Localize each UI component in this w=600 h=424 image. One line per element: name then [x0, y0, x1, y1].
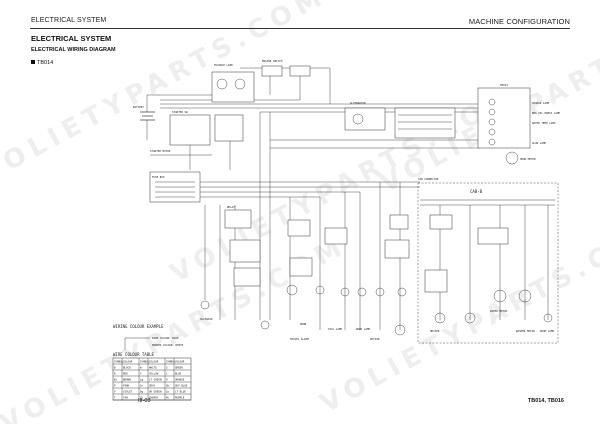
legend-cell: LT GREEN [149, 377, 162, 381]
legend-cell: LT BLUE [175, 389, 186, 393]
oil-press-lamp-label: ENG OIL PRESS LAMP [532, 111, 561, 115]
legend-cell: SKY BLUE [175, 383, 188, 387]
glow-lamp-label: GLOW LAMP [532, 141, 546, 145]
relay-label: RELAY [227, 205, 235, 209]
horn-label: HORN [300, 322, 307, 326]
power-bus [147, 67, 480, 113]
legend-cell: R [114, 371, 116, 375]
battery-symbol: BATTERY [133, 95, 155, 140]
legend-cell: CHERRY [149, 395, 159, 399]
legend-cell: Br [114, 377, 118, 381]
legend-header-cell: SYMBOL [140, 359, 150, 363]
travel-alarm-label: TRAVEL ALARM [290, 337, 309, 341]
header-chapter-name: MACHINE CONFIGURATION [468, 17, 570, 26]
legend-header-cell: COLOUR [123, 359, 133, 363]
legend-cell: PINK [123, 383, 130, 387]
legend-cell: RED [123, 371, 128, 375]
wire-colour-legend: WIRING COLOUR EXAMPLE WIRE COLOUR: BLUE … [112, 324, 192, 401]
left-components: RELAY HORN TAIL LAMP WORK LAMP TRAVEL AL… [200, 205, 410, 341]
washer-motor-label: WASHER MOTOR [516, 329, 535, 333]
legend-cell: GRAY [149, 383, 156, 387]
legend-cell: Lg [140, 377, 144, 381]
cab-enclosure: CAB-B CAB CONNECTOR HEATER WIPER MOTOR W… [417, 177, 559, 344]
footer-page-number: III-03 [138, 398, 151, 404]
instrument-panel: TB014 CHARGE LAMP ENG OIL PRESS LAMP WAT… [477, 83, 561, 165]
legend-cell: Dg [140, 389, 144, 393]
marker-label: TB014 [500, 83, 508, 87]
heater-label: HEATER [430, 329, 440, 333]
square-bullet-icon [31, 60, 35, 64]
legend-cell: T [114, 395, 116, 399]
header-rule [30, 28, 570, 29]
legend-cell: VIOLET [123, 389, 133, 393]
legend-cell: PURPLE [175, 395, 185, 399]
legend-title: WIRING COLOUR EXAMPLE [113, 324, 164, 329]
legend-cell: WHITE [149, 365, 157, 369]
engine-switch-label: ENGINE SWITCH [262, 59, 283, 63]
legend-header-cell: SYMBOL [114, 359, 124, 363]
legend-cell: BLACK [123, 365, 131, 369]
legend-cell: ORANGE [175, 377, 185, 381]
legend-cell: G [166, 365, 168, 369]
solenoid-label: SOLENOID [200, 317, 213, 321]
diagram-subtitle: ELECTRICAL WIRING DIAGRAM [31, 47, 116, 53]
legend-cell: BROWN [123, 377, 131, 381]
legend-header-cell: COLOUR [149, 359, 159, 363]
legend-header-cell: COLOUR [175, 359, 185, 363]
legend-cell: GREEN [175, 365, 183, 369]
legend-cell: Y [140, 371, 142, 375]
legend-cell: DK GREEN [149, 389, 162, 393]
room-lamp-label: ROOM LAMP [540, 329, 554, 333]
legend-cell: L [166, 371, 168, 375]
wiper-motor-label: WIPER MOTOR [490, 309, 508, 313]
legend-example-2: MARKED COLOUR: WHITE [152, 343, 184, 347]
footer-models: TB014, TB016 [527, 398, 564, 404]
starter-label: STARTER SW [172, 110, 188, 114]
legend-cell: TAN [123, 395, 128, 399]
legend-cell: Pu [166, 395, 170, 399]
alternator-block: ALTERNATOR [270, 101, 480, 149]
tail-lamp-label: TAIL LAMP [328, 327, 342, 331]
section-title: ELECTRICAL SYSTEM [31, 34, 112, 43]
hour-meter-label: HOUR METER [520, 157, 536, 161]
fusible-link-label: FUSIBLE LINK [214, 63, 233, 67]
legend-header-cell: SYMBOL [166, 359, 176, 363]
battery-label: BATTERY [133, 105, 144, 109]
starter-motor-label: STARTER MOTOR [150, 149, 171, 153]
legend-cell: O [166, 377, 168, 381]
legend-cell: Ch [140, 395, 144, 399]
work-lamp-label: WORK LAMP [356, 327, 370, 331]
legend-cell: P [114, 383, 116, 387]
engine-switch-block: FUSIBLE LINK ENGINE SWITCH STARTER SW ST… [150, 59, 311, 170]
legend-cell: W [140, 365, 142, 369]
cab-connector-label: CAB CONNECTOR [418, 177, 439, 181]
legend-cell: Lb [166, 389, 170, 393]
legend-cell: V [114, 389, 116, 393]
legend-cell: BLUE [175, 371, 182, 375]
alternator-label: ALTERNATOR [350, 101, 366, 105]
fuse-box: FUSE BOX [149, 171, 420, 203]
cab-label: CAB-B [470, 189, 483, 194]
charge-lamp-label: CHARGE LAMP [532, 101, 550, 105]
legend-example-1: WIRE COLOUR: BLUE [152, 336, 179, 340]
model-label: TB014 [31, 60, 53, 66]
fuse-box-label: FUSE BOX [152, 175, 165, 179]
legend-cell: YELLOW [149, 371, 159, 375]
water-temp-lamp-label: WATER TEMP LAMP [532, 121, 556, 125]
legend-cell: Gr [140, 383, 144, 387]
legend-cell: B [114, 365, 116, 369]
header-section-name: ELECTRICAL SYSTEM [31, 17, 107, 24]
legend-table-title: WIRE COLOUR TABLE [113, 352, 155, 357]
harness-runs [204, 112, 401, 330]
option-label: OPTION [370, 337, 380, 341]
model-label-text: TB014 [37, 60, 54, 66]
legend-cell: Sb [166, 383, 170, 387]
